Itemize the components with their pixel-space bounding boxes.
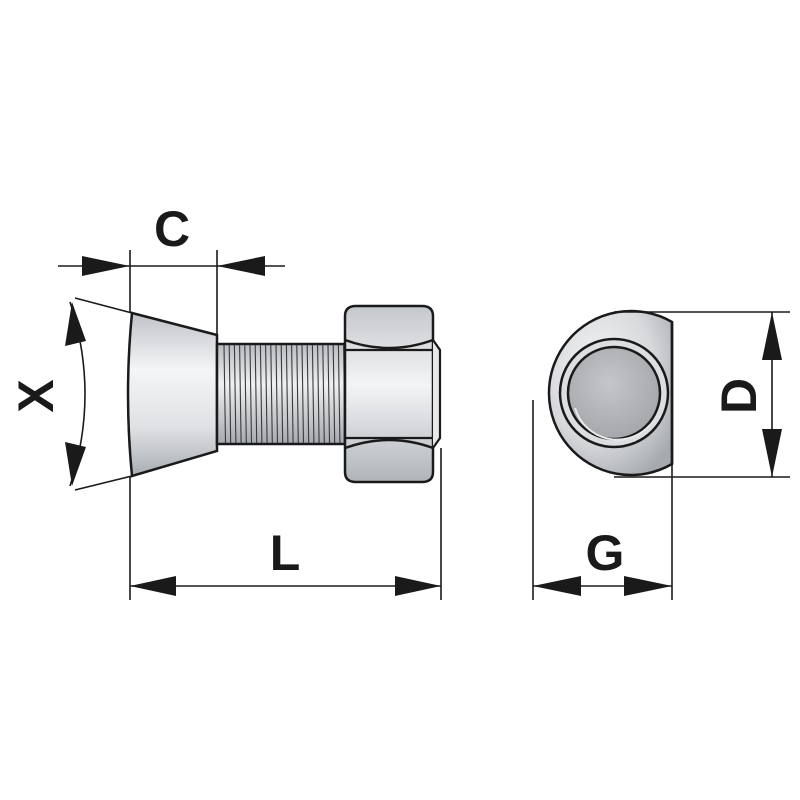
thread-line (327, 344, 331, 444)
thread-line (280, 344, 284, 444)
thread-line (254, 344, 258, 444)
label-x: X (8, 379, 64, 412)
thread-line (228, 344, 232, 444)
thread-line (259, 344, 263, 444)
thread-line (322, 344, 325, 444)
thread-line (285, 344, 289, 444)
arrow-d-bottom (762, 429, 782, 477)
thread-line (317, 344, 320, 444)
thread-line (265, 344, 268, 444)
thread-line (337, 344, 341, 444)
arrow-l-left (130, 576, 176, 596)
arrow-x-top (65, 302, 86, 346)
arrow-d-top (762, 312, 782, 360)
thread-line (291, 344, 294, 444)
end-view-bore (566, 345, 662, 441)
thread-line (233, 344, 237, 444)
label-c: C (154, 201, 190, 257)
arrow-l-right (395, 576, 441, 596)
thread-line (244, 344, 247, 444)
thread-lines (223, 344, 346, 444)
arrow-g-left (533, 576, 581, 596)
arrow-c-left (82, 256, 130, 276)
thread-line (275, 344, 279, 444)
label-l: L (270, 525, 301, 581)
arrow-g-right (624, 576, 672, 596)
thread-line (239, 344, 242, 444)
thread-line (311, 344, 315, 444)
label-g: G (586, 525, 625, 581)
thread-line (270, 344, 273, 444)
hex-nut (343, 304, 442, 484)
thread-line (332, 344, 336, 444)
thread-line (306, 344, 310, 444)
bolt-head (126, 311, 219, 478)
arrow-x-bottom (65, 442, 86, 486)
thread-line (301, 344, 305, 444)
nut-end-view (547, 309, 674, 477)
thread-line (223, 344, 227, 444)
thread-line (249, 344, 253, 444)
arrow-c-right (217, 256, 265, 276)
dimension-arrows (65, 256, 782, 596)
bolt-side-view (126, 304, 442, 484)
label-d: D (711, 378, 767, 414)
thread-line (296, 344, 299, 444)
